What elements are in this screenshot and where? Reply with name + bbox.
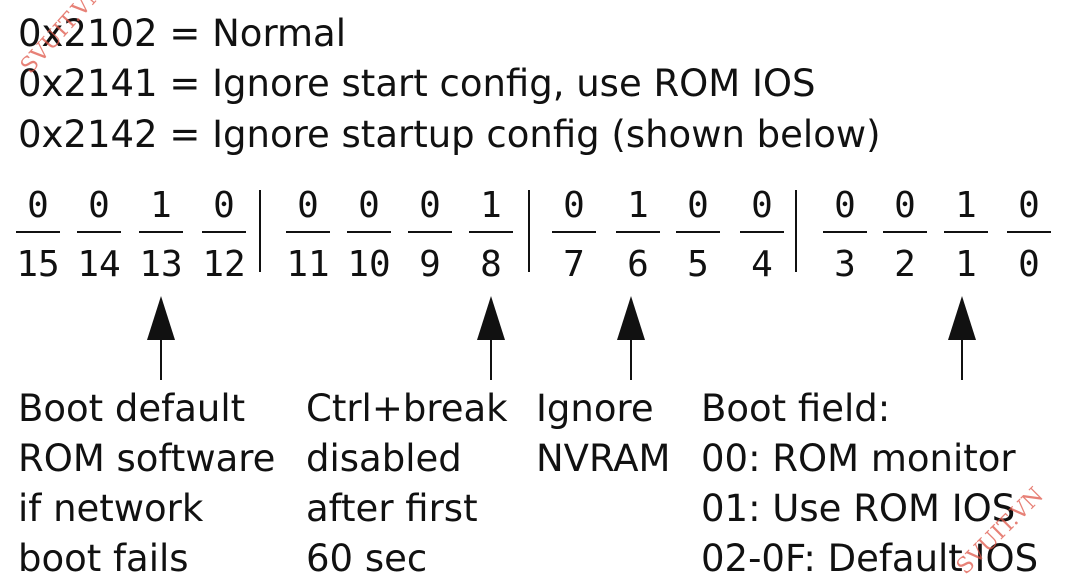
bit-value: 0 [358, 185, 380, 226]
arrow-up-icon [942, 296, 982, 380]
bit-index: 13 [139, 244, 183, 285]
config-line-ignore-startup-config: 0x2142 = Ignore startup config (shown be… [18, 113, 881, 156]
arrow-up-icon [611, 296, 651, 380]
annotation-ignore-nvram: Ignore NVRAM [536, 384, 670, 484]
bit-underline [944, 231, 988, 233]
bit-underline [740, 231, 784, 233]
bit-underline [77, 231, 121, 233]
bit-underline [16, 231, 60, 233]
bit-index: 12 [202, 244, 246, 285]
bit-underline [823, 231, 867, 233]
bit-index: 2 [894, 244, 916, 285]
bit-value: 0 [1018, 185, 1040, 226]
bit-underline [676, 231, 720, 233]
bit-value: 0 [563, 185, 585, 226]
bit-index: 1 [955, 244, 977, 285]
annotation-line: 00: ROM monitor [701, 437, 1016, 480]
annotation-line: Boot default [18, 387, 246, 430]
bit-underline [408, 231, 452, 233]
bit-value: 0 [213, 185, 235, 226]
bit-value: 0 [27, 185, 49, 226]
bit-value: 0 [687, 185, 709, 226]
bit-index: 6 [627, 244, 649, 285]
bit-underline [286, 231, 330, 233]
annotation-line: 60 sec [306, 537, 428, 580]
nibble-separator [259, 190, 261, 272]
bit-value: 1 [955, 185, 977, 226]
annotation-line: after first [306, 487, 478, 530]
config-line-normal: 0x2102 = Normal [18, 12, 346, 55]
arrow-up-icon [141, 296, 181, 380]
annotation-line: ROM software [18, 437, 276, 480]
bit-index: 15 [16, 244, 60, 285]
bit-index: 10 [347, 244, 391, 285]
bit-value: 0 [419, 185, 441, 226]
annotation-line: 02-0F: Default IOS [701, 537, 1039, 580]
annotation-line: Ignore [536, 387, 654, 430]
bit-index: 4 [751, 244, 773, 285]
bit-underline [1007, 231, 1051, 233]
bit-value: 1 [627, 185, 649, 226]
bit-value: 0 [297, 185, 319, 226]
annotation-ctrl-break: Ctrl+break disabled after first 60 sec [306, 384, 508, 584]
bit-underline [616, 231, 660, 233]
annotation-boot-field: Boot field: 00: ROM monitor 01: Use ROM … [701, 384, 1038, 584]
bit-value: 0 [88, 185, 110, 226]
bit-value: 1 [150, 185, 172, 226]
annotation-line: disabled [306, 437, 462, 480]
bit-value: 0 [894, 185, 916, 226]
annotation-line: Ctrl+break [306, 387, 508, 430]
bit-underline [552, 231, 596, 233]
bit-underline [139, 231, 183, 233]
nibble-separator [528, 190, 530, 272]
bit-index: 7 [563, 244, 585, 285]
bit-underline [469, 231, 513, 233]
bit-index: 0 [1018, 244, 1040, 285]
bit-index: 9 [419, 244, 441, 285]
annotation-line: 01: Use ROM IOS [701, 487, 1016, 530]
annotation-line: if network [18, 487, 204, 530]
bit-value: 0 [834, 185, 856, 226]
bit-underline [883, 231, 927, 233]
arrow-up-icon [471, 296, 511, 380]
bit-index: 5 [687, 244, 709, 285]
bit-underline [347, 231, 391, 233]
bit-index: 14 [77, 244, 121, 285]
bit-index: 11 [286, 244, 330, 285]
config-line-ignore-start-config: 0x2141 = Ignore start config, use ROM IO… [18, 62, 816, 105]
annotation-line: boot fails [18, 537, 189, 580]
bit-value: 1 [480, 185, 502, 226]
bit-index: 3 [834, 244, 856, 285]
annotation-line: NVRAM [536, 437, 671, 480]
annotation-boot-default: Boot default ROM software if network boo… [18, 384, 275, 584]
bit-index: 8 [480, 244, 502, 285]
annotation-line: Boot field: [701, 387, 891, 430]
nibble-separator [795, 190, 797, 272]
bit-underline [202, 231, 246, 233]
bit-value: 0 [751, 185, 773, 226]
